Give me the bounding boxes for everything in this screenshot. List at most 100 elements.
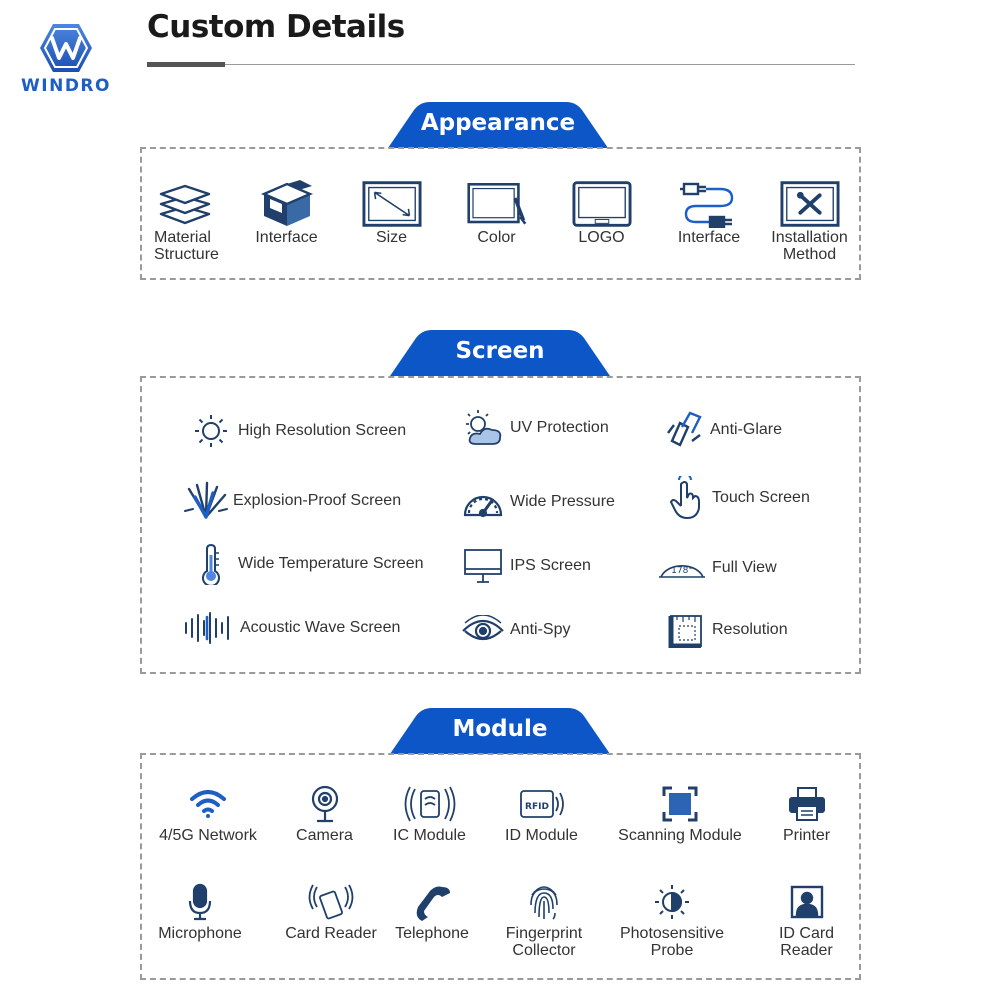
- explosion-icon: [183, 481, 229, 521]
- anti-glare-icon: [660, 410, 706, 450]
- usb-cable-icon: [679, 179, 739, 229]
- screen-item-label: Explosion-Proof Screen: [233, 492, 402, 509]
- appearance-item-color: Color: [459, 179, 534, 246]
- appearance-label: Color: [477, 229, 516, 246]
- module-item-id: RFID ID Module: [494, 781, 589, 844]
- module-item-photosensitive: Photosensitive Probe: [608, 879, 736, 959]
- module-item-id-card: ID Card Reader: [764, 879, 849, 959]
- logo-screen-icon: [571, 179, 632, 229]
- appearance-label: Material Structure: [154, 229, 219, 263]
- microphone-icon: [170, 879, 230, 925]
- module-item-label: Camera: [296, 827, 353, 844]
- appearance-label: Installation Method: [771, 229, 848, 263]
- screen-item-label: Wide Temperature Screen: [238, 555, 424, 572]
- title-divider-accent: [147, 62, 225, 67]
- monitor-icon: [460, 546, 506, 586]
- module-tab: Module: [390, 706, 610, 754]
- module-item-card-reader: Card Reader: [276, 879, 386, 942]
- screen-item-anti-glare: Anti-Glare: [660, 410, 782, 450]
- screen-item-label: Touch Screen: [712, 489, 810, 506]
- screen-item-high-resolution: High Resolution Screen: [188, 411, 406, 451]
- screen-item-acoustic: Acoustic Wave Screen: [180, 608, 400, 648]
- appearance-item-size: Size: [354, 179, 429, 246]
- box-icon: [257, 179, 317, 229]
- view-angle-badge: 178°: [671, 566, 693, 576]
- gauge-icon: [460, 482, 506, 522]
- module-item-label: Fingerprint Collector: [505, 925, 583, 959]
- color-brush-screen-icon: [466, 179, 527, 229]
- rfid-icon: RFID: [512, 781, 572, 827]
- screen-item-label: Full View: [712, 559, 777, 576]
- screen-item-label: Anti-Glare: [710, 421, 783, 438]
- screen-title: Screen: [455, 338, 545, 364]
- screen-item-anti-spy: Anti-Spy: [460, 610, 570, 650]
- screen-item-touch: Touch Screen: [662, 476, 810, 520]
- appearance-title: Appearance: [420, 110, 576, 136]
- module-item-microphone: Microphone: [150, 879, 250, 942]
- screen-item-uv: UV Protection: [460, 408, 609, 448]
- module-item-network: 4/5G Network: [150, 781, 266, 844]
- printer-icon: [777, 781, 837, 827]
- wifi-icon: [178, 781, 238, 827]
- appearance-label: Interface: [255, 229, 318, 246]
- screen-item-label: Anti-Spy: [510, 621, 571, 638]
- screen-item-explosion-proof: Explosion-Proof Screen: [183, 481, 401, 521]
- rfid-badge: RFID: [525, 802, 549, 812]
- photosensor-icon: [642, 879, 702, 925]
- sun-icon: [188, 411, 234, 451]
- screen-panel: High Resolution Screen UV Protection Ant…: [140, 376, 861, 674]
- screen-item-label: High Resolution Screen: [238, 422, 407, 439]
- screen-item-wide-temperature: Wide Temperature Screen: [188, 543, 424, 585]
- card-reader-icon: [301, 879, 361, 925]
- module-panel: 4/5G Network Camera IC Module RFID: [140, 753, 861, 980]
- layers-icon: [155, 179, 215, 229]
- module-item-label: Telephone: [395, 925, 469, 942]
- uv-cloud-icon: [460, 408, 506, 448]
- module-item-label: ID Card Reader: [778, 925, 835, 959]
- telephone-icon: [402, 879, 462, 925]
- appearance-item-material: Material Structure: [144, 179, 226, 263]
- screen-item-ips: IPS Screen: [460, 546, 591, 586]
- module-item-camera: Camera: [282, 781, 367, 844]
- title-divider: [147, 64, 855, 65]
- thermometer-icon: [188, 543, 234, 585]
- module-item-fingerprint: Fingerprint Collector: [494, 879, 594, 959]
- page-title: Custom Details: [147, 9, 405, 45]
- module-item-telephone: Telephone: [382, 879, 482, 942]
- module-item-label: IC Module: [393, 827, 466, 844]
- screen-item-wide-pressure: Wide Pressure: [460, 482, 615, 522]
- screen-item-label: UV Protection: [510, 419, 609, 436]
- appearance-item-interface-usb: Interface: [668, 179, 750, 246]
- appearance-item-logo: LOGO: [564, 179, 639, 246]
- screen-tab: Screen: [390, 328, 610, 376]
- logo-text: WINDRO: [21, 76, 111, 96]
- module-item-printer: Printer: [764, 781, 849, 844]
- sound-wave-icon: [180, 608, 236, 648]
- scan-icon: [650, 781, 710, 827]
- resolution-ruler-icon: [662, 610, 708, 650]
- screen-item-resolution: Resolution: [662, 610, 788, 650]
- module-item-label: Microphone: [158, 925, 242, 942]
- tools-icon: [779, 179, 840, 229]
- screen-item-full-view: 178° Full View: [656, 548, 777, 588]
- fingerprint-icon: [514, 879, 574, 925]
- screen-item-label: Resolution: [712, 621, 788, 638]
- eye-icon: [460, 610, 506, 650]
- appearance-tab: Appearance: [388, 100, 608, 148]
- module-item-scanning: Scanning Module: [608, 781, 752, 844]
- module-item-label: 4/5G Network: [159, 827, 257, 844]
- module-title: Module: [452, 716, 548, 742]
- touch-hand-icon: [662, 476, 708, 520]
- view-angle-icon: 178°: [656, 548, 708, 588]
- appearance-panel: Material Structure Interface Size: [140, 147, 861, 280]
- module-item-label: Photosensitive Probe: [619, 925, 725, 959]
- resize-screen-icon: [361, 179, 422, 229]
- module-item-label: Scanning Module: [618, 827, 742, 844]
- nfc-icon: [400, 781, 460, 827]
- appearance-item-installation: Installation Method: [762, 179, 857, 263]
- screen-item-label: Wide Pressure: [510, 493, 615, 510]
- windro-logo-icon: [40, 24, 92, 72]
- module-item-label: ID Module: [505, 827, 578, 844]
- module-item-label: Printer: [782, 827, 831, 844]
- appearance-label: Interface: [677, 229, 741, 246]
